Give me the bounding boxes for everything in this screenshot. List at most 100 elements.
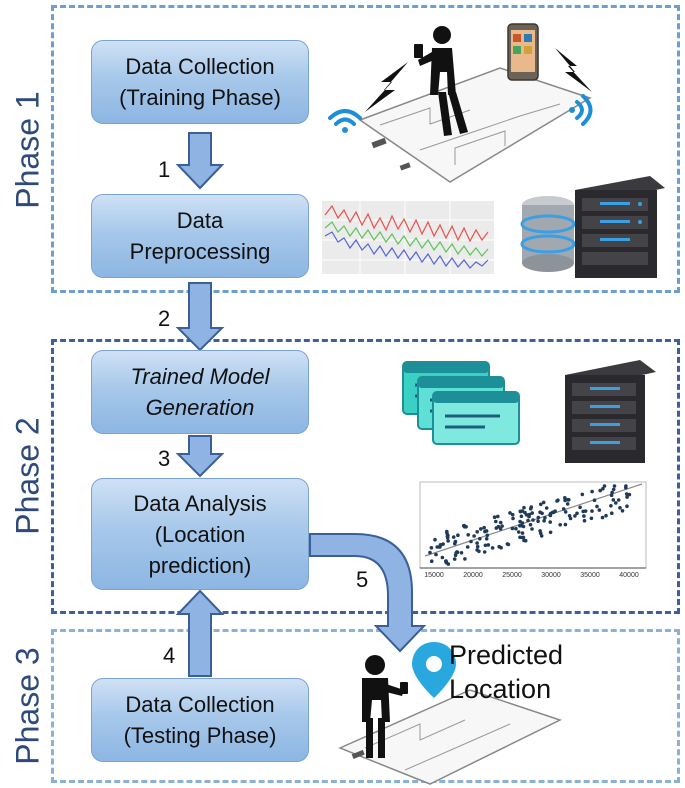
box-line: Data [176, 208, 224, 233]
arrow-step-4 [175, 589, 225, 677]
box-line: (Testing Phase) [123, 723, 277, 748]
scatter-marker [462, 523, 467, 528]
lightning-icon [555, 48, 592, 92]
scatter-marker [429, 559, 434, 563]
scatter-marker [496, 514, 500, 519]
scatter-marker [446, 533, 450, 538]
scatter-marker [544, 506, 549, 510]
wifi-icon [328, 109, 362, 133]
scatter-marker [510, 526, 515, 531]
scatter-marker [428, 550, 432, 555]
scatter-marker [484, 529, 489, 533]
scatter-marker [451, 535, 456, 539]
scatter-marker [438, 543, 443, 547]
box-line: Generation [145, 395, 255, 420]
scatter-marker [536, 515, 541, 520]
scatter-marker [563, 510, 568, 514]
step-number-1: 1 [158, 157, 171, 182]
arrow-step-2 [175, 282, 225, 352]
scatter-marker [528, 506, 533, 511]
scatter-marker [520, 531, 525, 535]
scatter-marker [578, 505, 582, 510]
scatter-marker [548, 520, 552, 524]
phase-2-container [51, 339, 680, 614]
scatter-plot-icon [419, 481, 647, 569]
data-collection-testing-box: Data Collection (Testing Phase) [91, 678, 309, 762]
caption-line: Predicted [449, 640, 564, 670]
scatter-marker [505, 542, 510, 546]
scatter-marker [581, 509, 585, 514]
scatter-marker [612, 484, 617, 488]
scatter-marker [492, 515, 497, 519]
scatter-marker [511, 516, 515, 521]
data-analysis-box: Data Analysis (Location prediction) [91, 478, 309, 590]
scatter-marker [539, 534, 544, 538]
floor-plan-icon [338, 689, 562, 785]
scatter-marker [510, 512, 515, 517]
scatter-marker [555, 499, 559, 503]
scatter-marker [518, 509, 523, 514]
scatter-marker [616, 498, 621, 502]
arrow-step-1 [175, 132, 225, 190]
server-icon [565, 360, 656, 463]
location-pin-icon [412, 642, 456, 698]
scatter-marker [625, 495, 629, 499]
scatter-marker [528, 522, 533, 527]
step-number-4: 4 [163, 643, 176, 668]
scatter-marker [602, 484, 607, 488]
scatter-marker [478, 536, 482, 541]
data-collection-training-box: Data Collection (Training Phase) [91, 40, 309, 124]
scatter-marker [435, 545, 440, 549]
scatter-marker [469, 539, 473, 544]
scatter-marker [482, 550, 487, 554]
signal-chart-icon [322, 201, 494, 274]
scatter-marker [563, 522, 568, 527]
scatter-marker [624, 492, 629, 496]
scatter-marker [494, 519, 498, 524]
box-line: (Location [154, 521, 246, 547]
scatter-marker [568, 516, 573, 521]
scatter-marker [516, 530, 521, 534]
scatter-marker [624, 486, 628, 490]
floor-plan-icon [358, 67, 592, 183]
scatter-marker [542, 519, 546, 523]
tick-label: 30000 [541, 572, 561, 579]
scatter-marker [514, 526, 518, 531]
scatter-marker [475, 541, 479, 545]
scatter-marker [482, 525, 486, 530]
scatter-marker [484, 537, 489, 541]
box-line: prediction) [148, 552, 252, 578]
scatter-marker [611, 498, 616, 502]
scatter-marker [625, 504, 629, 509]
box-line: Data Collection [125, 692, 275, 717]
arrow-step-5 [309, 533, 427, 653]
scatter-marker [618, 506, 622, 510]
scatter-marker [558, 523, 562, 527]
scatter-marker [518, 523, 522, 528]
tick-label: 20000 [463, 572, 483, 579]
scatter-marker [453, 539, 458, 544]
scatter-marker [548, 530, 553, 535]
step-number-5: 5 [356, 567, 369, 592]
scatter-marker [589, 516, 594, 521]
scatter-marker [609, 504, 613, 508]
scatter-marker [530, 527, 534, 531]
caption-line: Location [449, 674, 552, 704]
standing-person-icon [362, 655, 408, 758]
smartphone-icon [507, 23, 539, 81]
step-number-2: 2 [158, 306, 171, 331]
scatter-marker [486, 543, 491, 547]
scatter-marker [527, 514, 531, 519]
box-line: Data Analysis [133, 490, 267, 516]
phase-1-container [51, 5, 680, 293]
scatter-marker [595, 504, 599, 509]
scatter-marker [479, 527, 483, 531]
box-line: (Training Phase) [119, 85, 281, 110]
scatter-marker [538, 510, 542, 514]
scatter-marker [519, 514, 524, 519]
scatter-marker [455, 550, 459, 554]
scatter-marker [553, 509, 557, 513]
scatter-marker [526, 518, 530, 523]
arrow-step-3 [175, 435, 225, 478]
scatter-marker [561, 507, 566, 511]
